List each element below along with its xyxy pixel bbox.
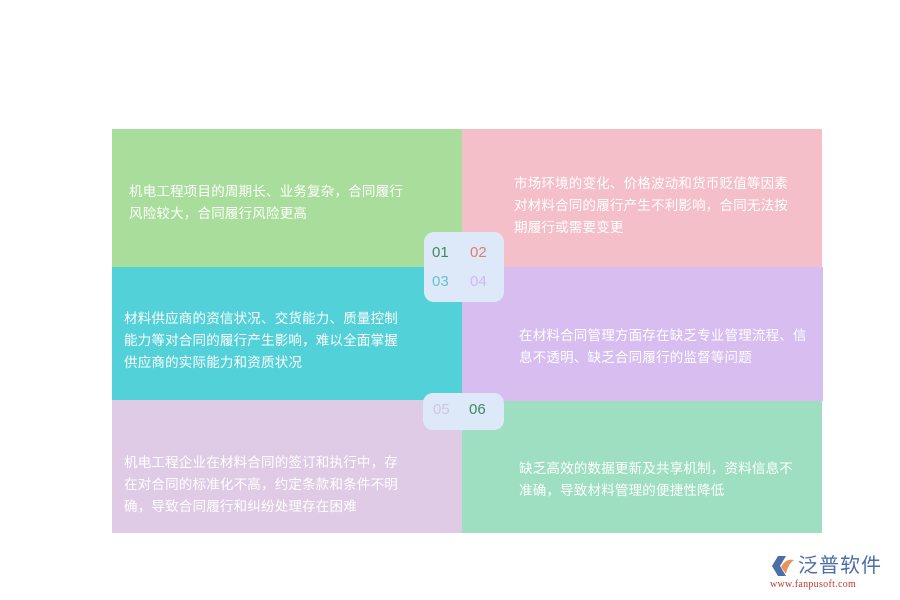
brand-url: www.fanpusoft.com: [770, 579, 857, 590]
panel-01-text: 机电工程项目的周期长、业务复杂，合同履行风险较大，合同履行风险更高: [129, 184, 403, 222]
number-01: 01: [432, 244, 449, 261]
panel-04-text: 在材料合同管理方面存在缺乏专业管理流程、信息不透明、缺乏合同履行的监督等问题: [519, 328, 807, 366]
panel-05-text: 机电工程企业在材料合同的签订和执行中，存在对合同的标准化不高，约定条款和条件不明…: [124, 455, 398, 515]
panel-01: 机电工程项目的周期长、业务复杂，合同履行风险较大，合同履行风险更高: [112, 129, 462, 267]
panel-06: 缺乏高效的数据更新及共享机制，资料信息不准确，导致材料管理的便捷性降低: [462, 401, 822, 533]
number-badge-top: 01 02 03 04: [424, 232, 504, 302]
panel-06-text: 缺乏高效的数据更新及共享机制，资料信息不准确，导致材料管理的便捷性降低: [519, 461, 793, 499]
number-02: 02: [470, 244, 487, 261]
panel-03: 材料供应商的资信状况、交货能力、质量控制能力等对合同的履行产生影响，难以全面掌握…: [112, 267, 462, 400]
fanpu-logo-icon: [772, 556, 794, 576]
brand-name: 泛普软件: [798, 553, 882, 577]
panel-04: 在材料合同管理方面存在缺乏专业管理流程、信息不透明、缺乏合同履行的监督等问题: [462, 267, 823, 401]
number-04: 04: [470, 273, 487, 290]
number-badge-bottom: 05 06: [423, 393, 504, 430]
panel-03-text: 材料供应商的资信状况、交货能力、质量控制能力等对合同的履行产生影响，难以全面掌握…: [124, 311, 398, 371]
panel-02-text: 市场环境的变化、价格波动和货币贬值等因素对材料合同的履行产生不利影响，合同无法按…: [514, 176, 788, 236]
panel-02: 市场环境的变化、价格波动和货币贬值等因素对材料合同的履行产生不利影响，合同无法按…: [462, 129, 822, 267]
number-06: 06: [469, 401, 486, 418]
panel-05: 机电工程企业在材料合同的签订和执行中，存在对合同的标准化不高，约定条款和条件不明…: [112, 400, 462, 533]
number-05: 05: [433, 401, 450, 418]
number-03: 03: [432, 273, 449, 290]
fanpu-logo: 泛普软件 www.fanpusoft.com: [770, 552, 895, 592]
